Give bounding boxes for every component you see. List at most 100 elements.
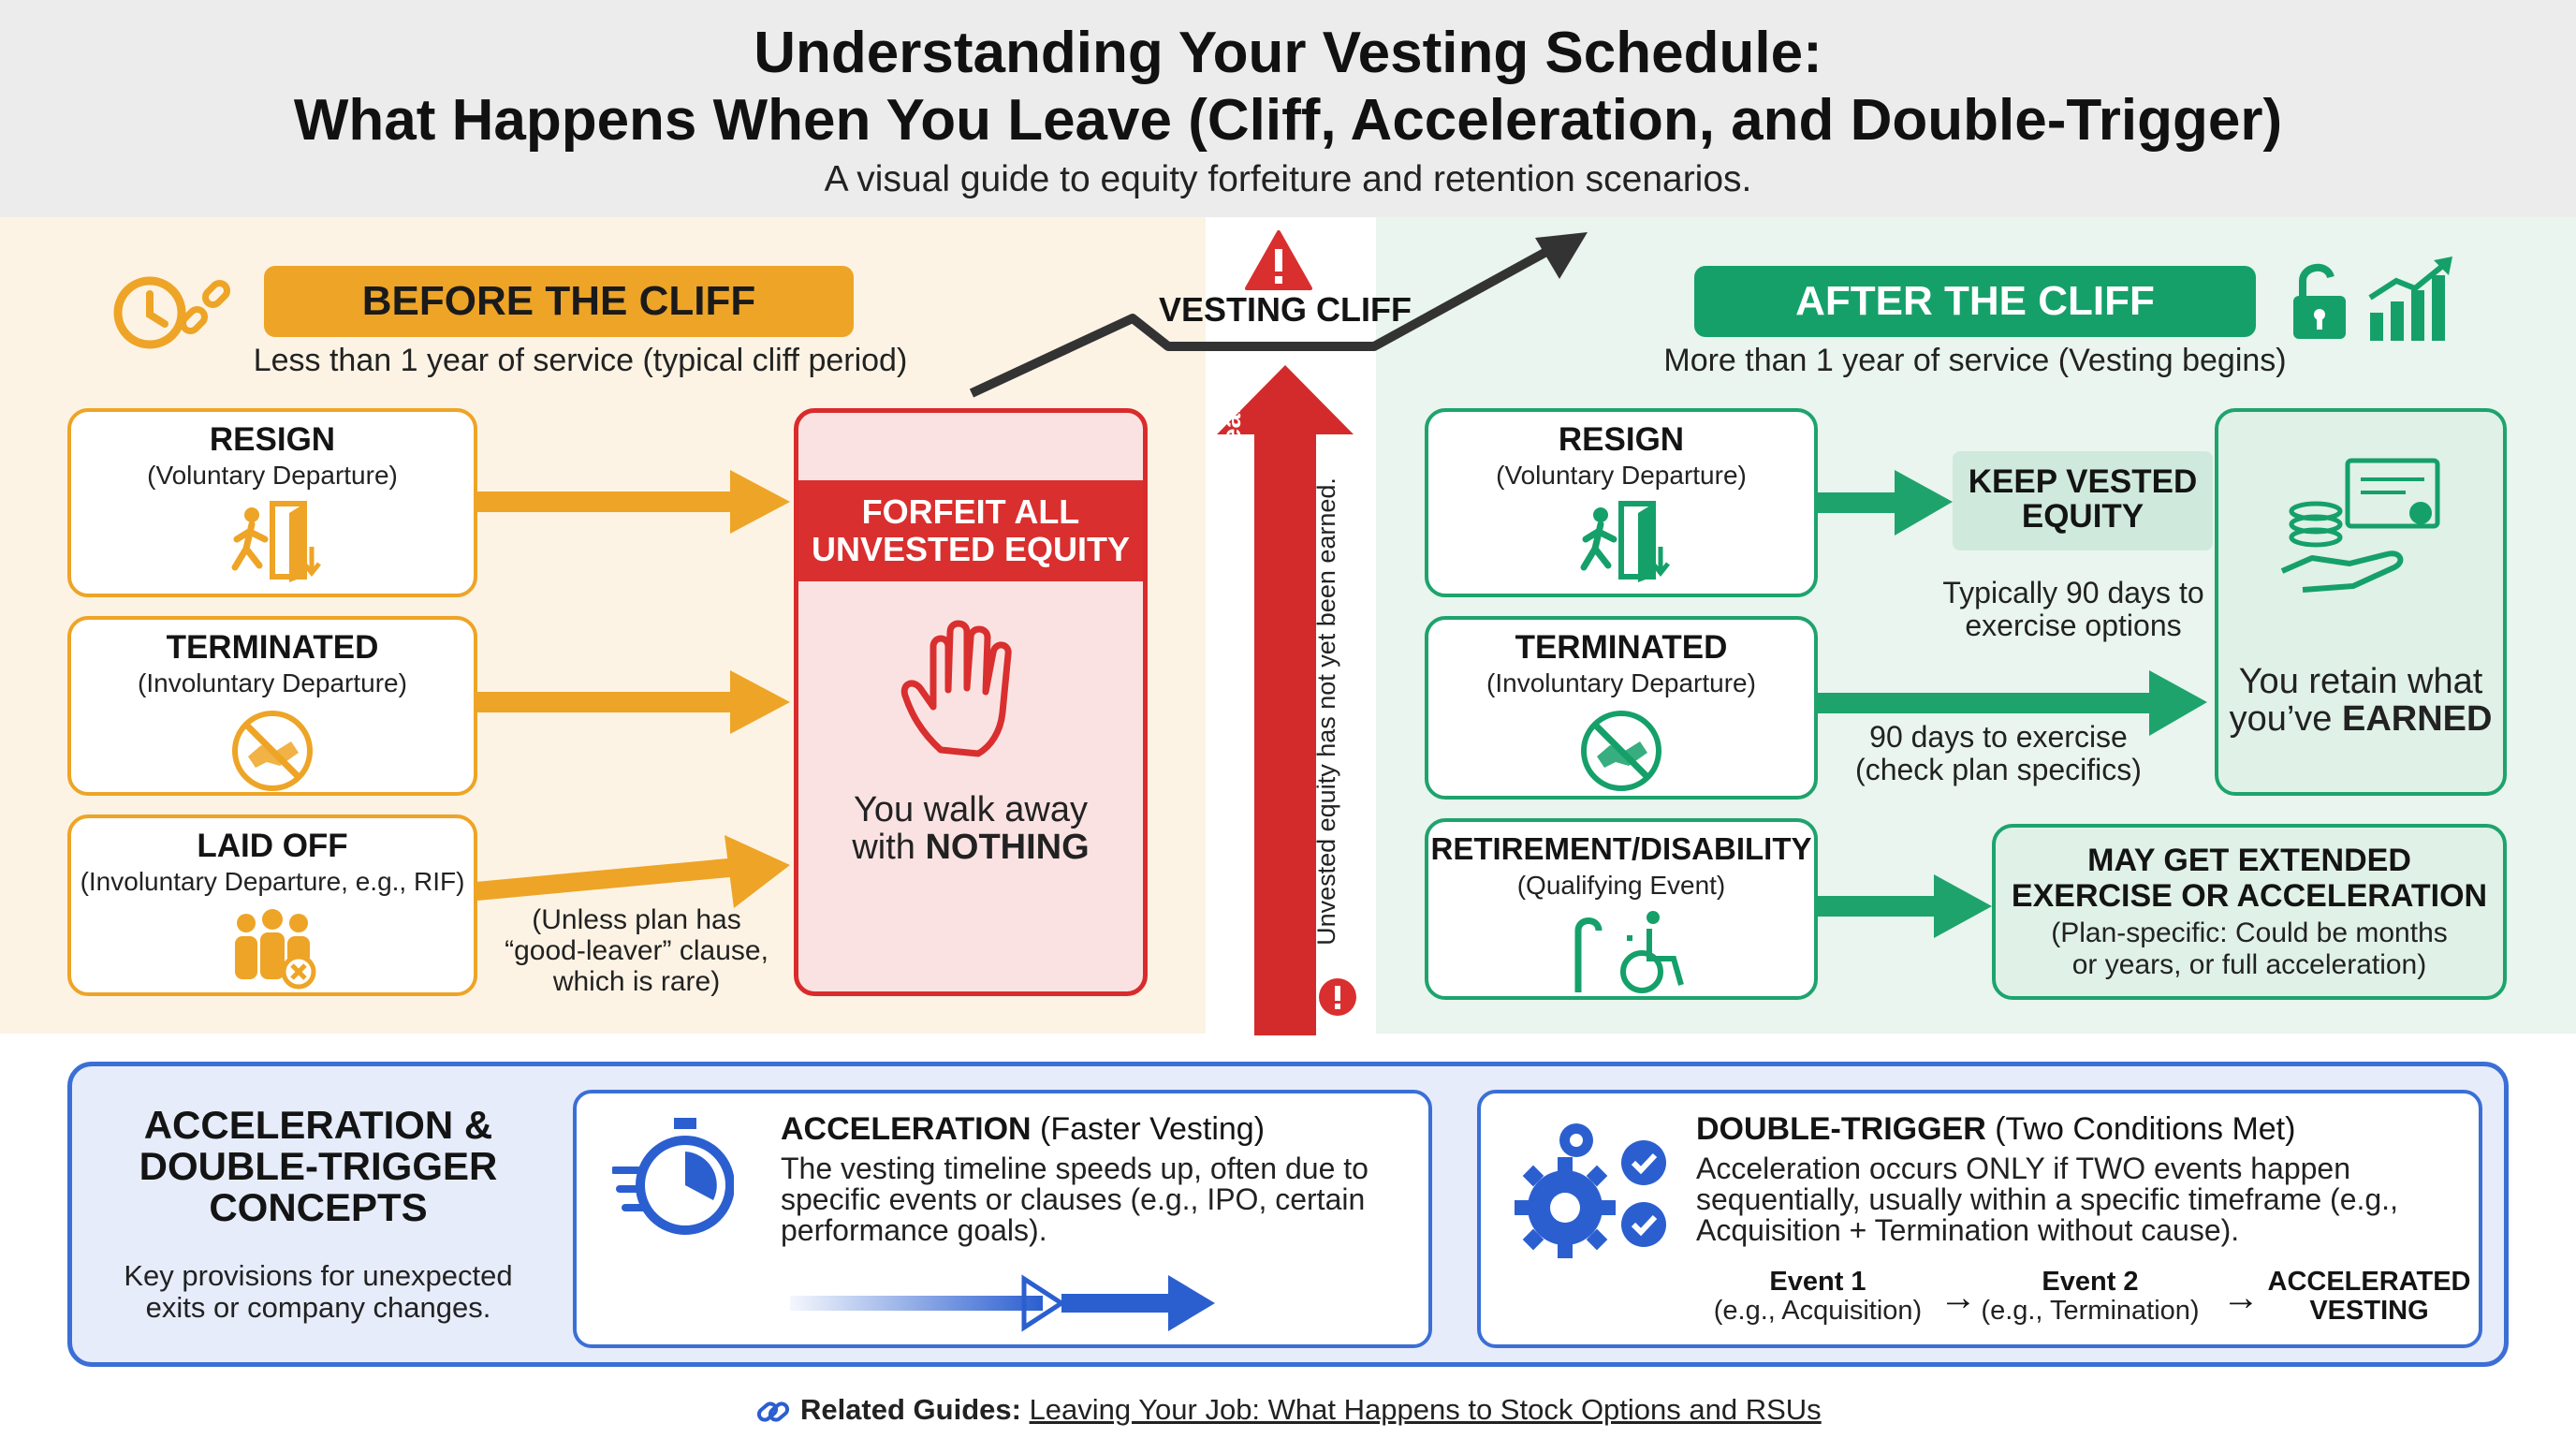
double-trigger-title-rest: (Two Conditions Met)	[1985, 1111, 2296, 1147]
before-card-resign: RESIGN (Voluntary Departure)	[67, 408, 477, 597]
double-trigger-text-line: sequentially, usually within a specific …	[1696, 1182, 2398, 1216]
arrow-resign-forfeit	[476, 470, 790, 534]
extended-subtitle-line: or years, or full acceleration)	[2071, 949, 2427, 980]
card-subtitle: (Qualifying Event)	[1516, 871, 1726, 900]
retain-text-line: you’ve EARNED	[2218, 700, 2503, 738]
card-title: TERMINATED	[1515, 629, 1728, 666]
note-line: which is rare)	[552, 966, 721, 997]
double-trigger-text: Acceleration occurs ONLY if TWO events h…	[1696, 1153, 2482, 1246]
page-subtitle: A visual guide to equity forfeiture and …	[824, 159, 1752, 199]
acceleration-text-line: performance goals).	[781, 1213, 1047, 1247]
card-subtitle: (Involuntary Departure)	[138, 668, 407, 697]
after-arrows	[1816, 470, 2207, 938]
extended-title-line: MAY GET EXTENDED	[2087, 843, 2411, 878]
acceleration-text: The vesting timeline speeds up, often du…	[781, 1153, 1427, 1246]
acceleration-card: ACCELERATION (Faster Vesting) The vestin…	[573, 1090, 1432, 1348]
before-card-terminated: TERMINATED (Involuntary Departure)	[67, 616, 477, 796]
card-subtitle: (Involuntary Departure)	[1486, 668, 1756, 697]
event-2-subtitle: (e.g., Termination)	[1981, 1296, 2200, 1326]
before-card-laid-off: LAID OFF (Involuntary Departure, e.g., R…	[67, 814, 477, 996]
stop-hand-icon	[892, 609, 1051, 769]
growth-chart-icon	[2364, 255, 2458, 345]
alert-circle-icon	[1318, 977, 1357, 1017]
concepts-title-line: DOUBLE-TRIGGER	[139, 1144, 498, 1188]
card-title: RESIGN	[209, 421, 336, 458]
forfeit-text-line: with NOTHING	[798, 829, 1143, 866]
forfeit-title-line: UNVESTED EQUITY	[811, 530, 1131, 568]
keep-vested-box: KEEP VESTED EQUITY	[1953, 451, 2213, 550]
card-title: LAID OFF	[197, 828, 348, 864]
arrow-resign-keep	[1816, 470, 1953, 536]
note-line: Typically 90 days to	[1942, 576, 2204, 609]
extended-title: MAY GET EXTENDED EXERCISE OR ACCELERATIO…	[1996, 843, 2503, 914]
retain-text-bold: EARNED	[2341, 699, 2493, 739]
exercise-note: Typically 90 days to exercise options	[1919, 576, 2228, 643]
extended-title-line: EXERCISE OR ACCELERATION	[2011, 878, 2488, 914]
card-title: TERMINATED	[166, 629, 379, 666]
no-handshake-icon	[224, 704, 321, 794]
double-trigger-text-line: Acceleration occurs ONLY if TWO events h…	[1696, 1152, 2350, 1185]
cliff-note: Unvested equity has not yet been earned.	[1312, 477, 1340, 946]
arrow-laidoff-forfeit	[476, 835, 790, 908]
card-subtitle: (Voluntary Departure)	[147, 461, 398, 490]
vesting-cliff-label: VESTING CLIFF	[1159, 290, 1412, 329]
page-title-line-2: What Happens When You Leave (Cliff, Acce…	[293, 88, 2283, 153]
before-arrows	[476, 470, 790, 908]
acceleration-text-line: The vesting timeline speeds up, often du…	[781, 1152, 1368, 1185]
related-guides: Related Guides: Leaving Your Job: What H…	[0, 1393, 2576, 1429]
after-cliff-caption: More than 1 year of service (Vesting beg…	[1663, 343, 2287, 378]
arrow-retirement-extended	[1816, 874, 1992, 938]
card-subtitle: (Involuntary Departure, e.g., RIF)	[80, 867, 465, 896]
hand-coins-certificate-icon	[2275, 449, 2452, 618]
forfeit-text-pre: with	[852, 828, 926, 867]
keep-vested-line: KEEP VESTED	[1968, 463, 2198, 500]
card-subtitle: (Voluntary Departure)	[1496, 461, 1747, 490]
exit-door-icon	[1573, 496, 1670, 586]
concepts-subtitle: Key provisions for unexpected exits or c…	[103, 1260, 534, 1324]
retain-text-line: You retain what	[2238, 662, 2483, 701]
concepts-subtitle-line: Key provisions for unexpected	[124, 1259, 513, 1292]
related-guide-link[interactable]: Leaving Your Job: What Happens to Stock …	[1029, 1393, 1822, 1426]
after-card-terminated: TERMINATED (Involuntary Departure)	[1425, 616, 1818, 800]
concepts-title-line: ACCELERATION &	[143, 1103, 493, 1147]
note-line: exercise options	[1965, 609, 2182, 643]
forfeit-text: You walk away with NOTHING	[798, 791, 1143, 866]
cliff-vertical-arrow	[1217, 365, 1354, 1035]
forfeit-banner: FORFEIT ALL UNVESTED EQUITY	[798, 480, 1143, 581]
card-title: RESIGN	[1558, 421, 1685, 458]
header-band	[0, 0, 2576, 217]
related-guides-label: Related Guides:	[799, 1393, 1021, 1426]
after-card-resign: RESIGN (Voluntary Departure)	[1425, 408, 1818, 597]
retain-box: You retain what you’ve EARNED	[2215, 408, 2507, 796]
event-1: Event 1 (e.g., Acquisition)	[1696, 1268, 1939, 1326]
group-remove-icon	[224, 902, 321, 992]
note-line: 90 days to exercise	[1869, 720, 2128, 754]
keep-vested-line: EQUITY	[2021, 498, 2144, 535]
extended-exercise-box: MAY GET EXTENDED EXERCISE OR ACCELERATIO…	[1992, 824, 2507, 1000]
page-title-line-1: Understanding Your Vesting Schedule:	[754, 21, 1822, 85]
arrow-right-icon: →	[2222, 1277, 2260, 1318]
result-line: VESTING	[2309, 1296, 2429, 1326]
arrow-terminated-forfeit	[476, 670, 790, 734]
terminated-note: 90 days to exercise (check plan specific…	[1825, 720, 2172, 787]
unlock-icon	[2290, 258, 2355, 343]
event-2: Event 2 (e.g., Termination)	[1973, 1268, 2207, 1326]
acceleration-text-line: specific events or clauses (e.g., IPO, c…	[781, 1182, 1366, 1216]
accelerated-vesting-result: ACCELERATED VESTING	[2261, 1268, 2477, 1326]
note-line: (check plan specifics)	[1855, 753, 2142, 787]
cliff-vertical-label: THE CLIFF: CRITICAL MILESTONE (E.g., 1 Y…	[1217, 394, 1246, 990]
cane-wheelchair-icon	[1552, 906, 1692, 996]
good-leaver-note: (Unless plan has “good-leaver” clause, w…	[496, 904, 777, 997]
concepts-title: ACCELERATION & DOUBLE-TRIGGER CONCEPTS	[103, 1105, 534, 1228]
event-2-title: Event 2	[2042, 1267, 2139, 1297]
note-line: (Unless plan has	[532, 904, 741, 935]
forfeit-box: FORFEIT ALL UNVESTED EQUITY You walk awa…	[794, 408, 1148, 996]
note-line: “good-leaver” clause,	[505, 935, 768, 966]
acceleration-title-rest: (Faster Vesting)	[1031, 1111, 1266, 1147]
extended-subtitle-line: (Plan-specific: Could be months	[2051, 917, 2448, 948]
arrow-terminated-retain	[1816, 670, 2207, 736]
vesting-line-graphic	[969, 232, 1588, 398]
forfeit-text-line: You walk away	[854, 790, 1088, 829]
gears-checkmarks-icon	[1503, 1116, 1681, 1275]
extended-subtitle: (Plan-specific: Could be months or years…	[1996, 917, 2503, 981]
